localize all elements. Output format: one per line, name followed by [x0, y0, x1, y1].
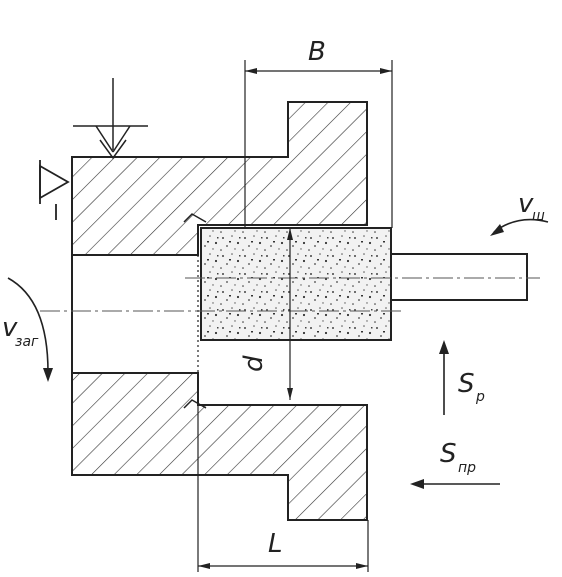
radial-feed-label: S [458, 369, 475, 399]
dimension-d-label: d [239, 355, 269, 372]
grinding-wheel [200, 227, 392, 341]
chamfer-marks [183, 213, 207, 409]
blank-rotation-arrow [7, 277, 53, 382]
wheel-speed-label: v [518, 189, 534, 219]
dimension-l-label: L [268, 529, 283, 559]
workpiece-upper-section [71, 101, 368, 256]
datum-symbol-left [39, 160, 70, 220]
longitudinal-feed-subscript: пр [458, 460, 476, 476]
wheel-rotation-arrow [490, 218, 549, 236]
center-lines [40, 277, 540, 312]
workpiece-bore [71, 255, 199, 373]
roughness-symbol-top [73, 78, 148, 160]
radial-feed-arrow [439, 340, 449, 415]
dimension-b [244, 60, 393, 228]
blank-speed-subscript: заг [15, 334, 39, 350]
blank-speed-label: v [2, 313, 18, 343]
wheel-speed-subscript: ш [532, 208, 545, 224]
dimension-d [287, 228, 293, 400]
dimension-l [197, 405, 369, 572]
workpiece-lower-section [71, 372, 368, 521]
radial-feed-subscript: р [475, 389, 485, 405]
longitudinal-feed-arrow [410, 479, 500, 489]
longitudinal-feed-label: S [440, 439, 457, 469]
wheel-spindle [390, 253, 528, 301]
dimension-b-label: B [308, 37, 326, 67]
